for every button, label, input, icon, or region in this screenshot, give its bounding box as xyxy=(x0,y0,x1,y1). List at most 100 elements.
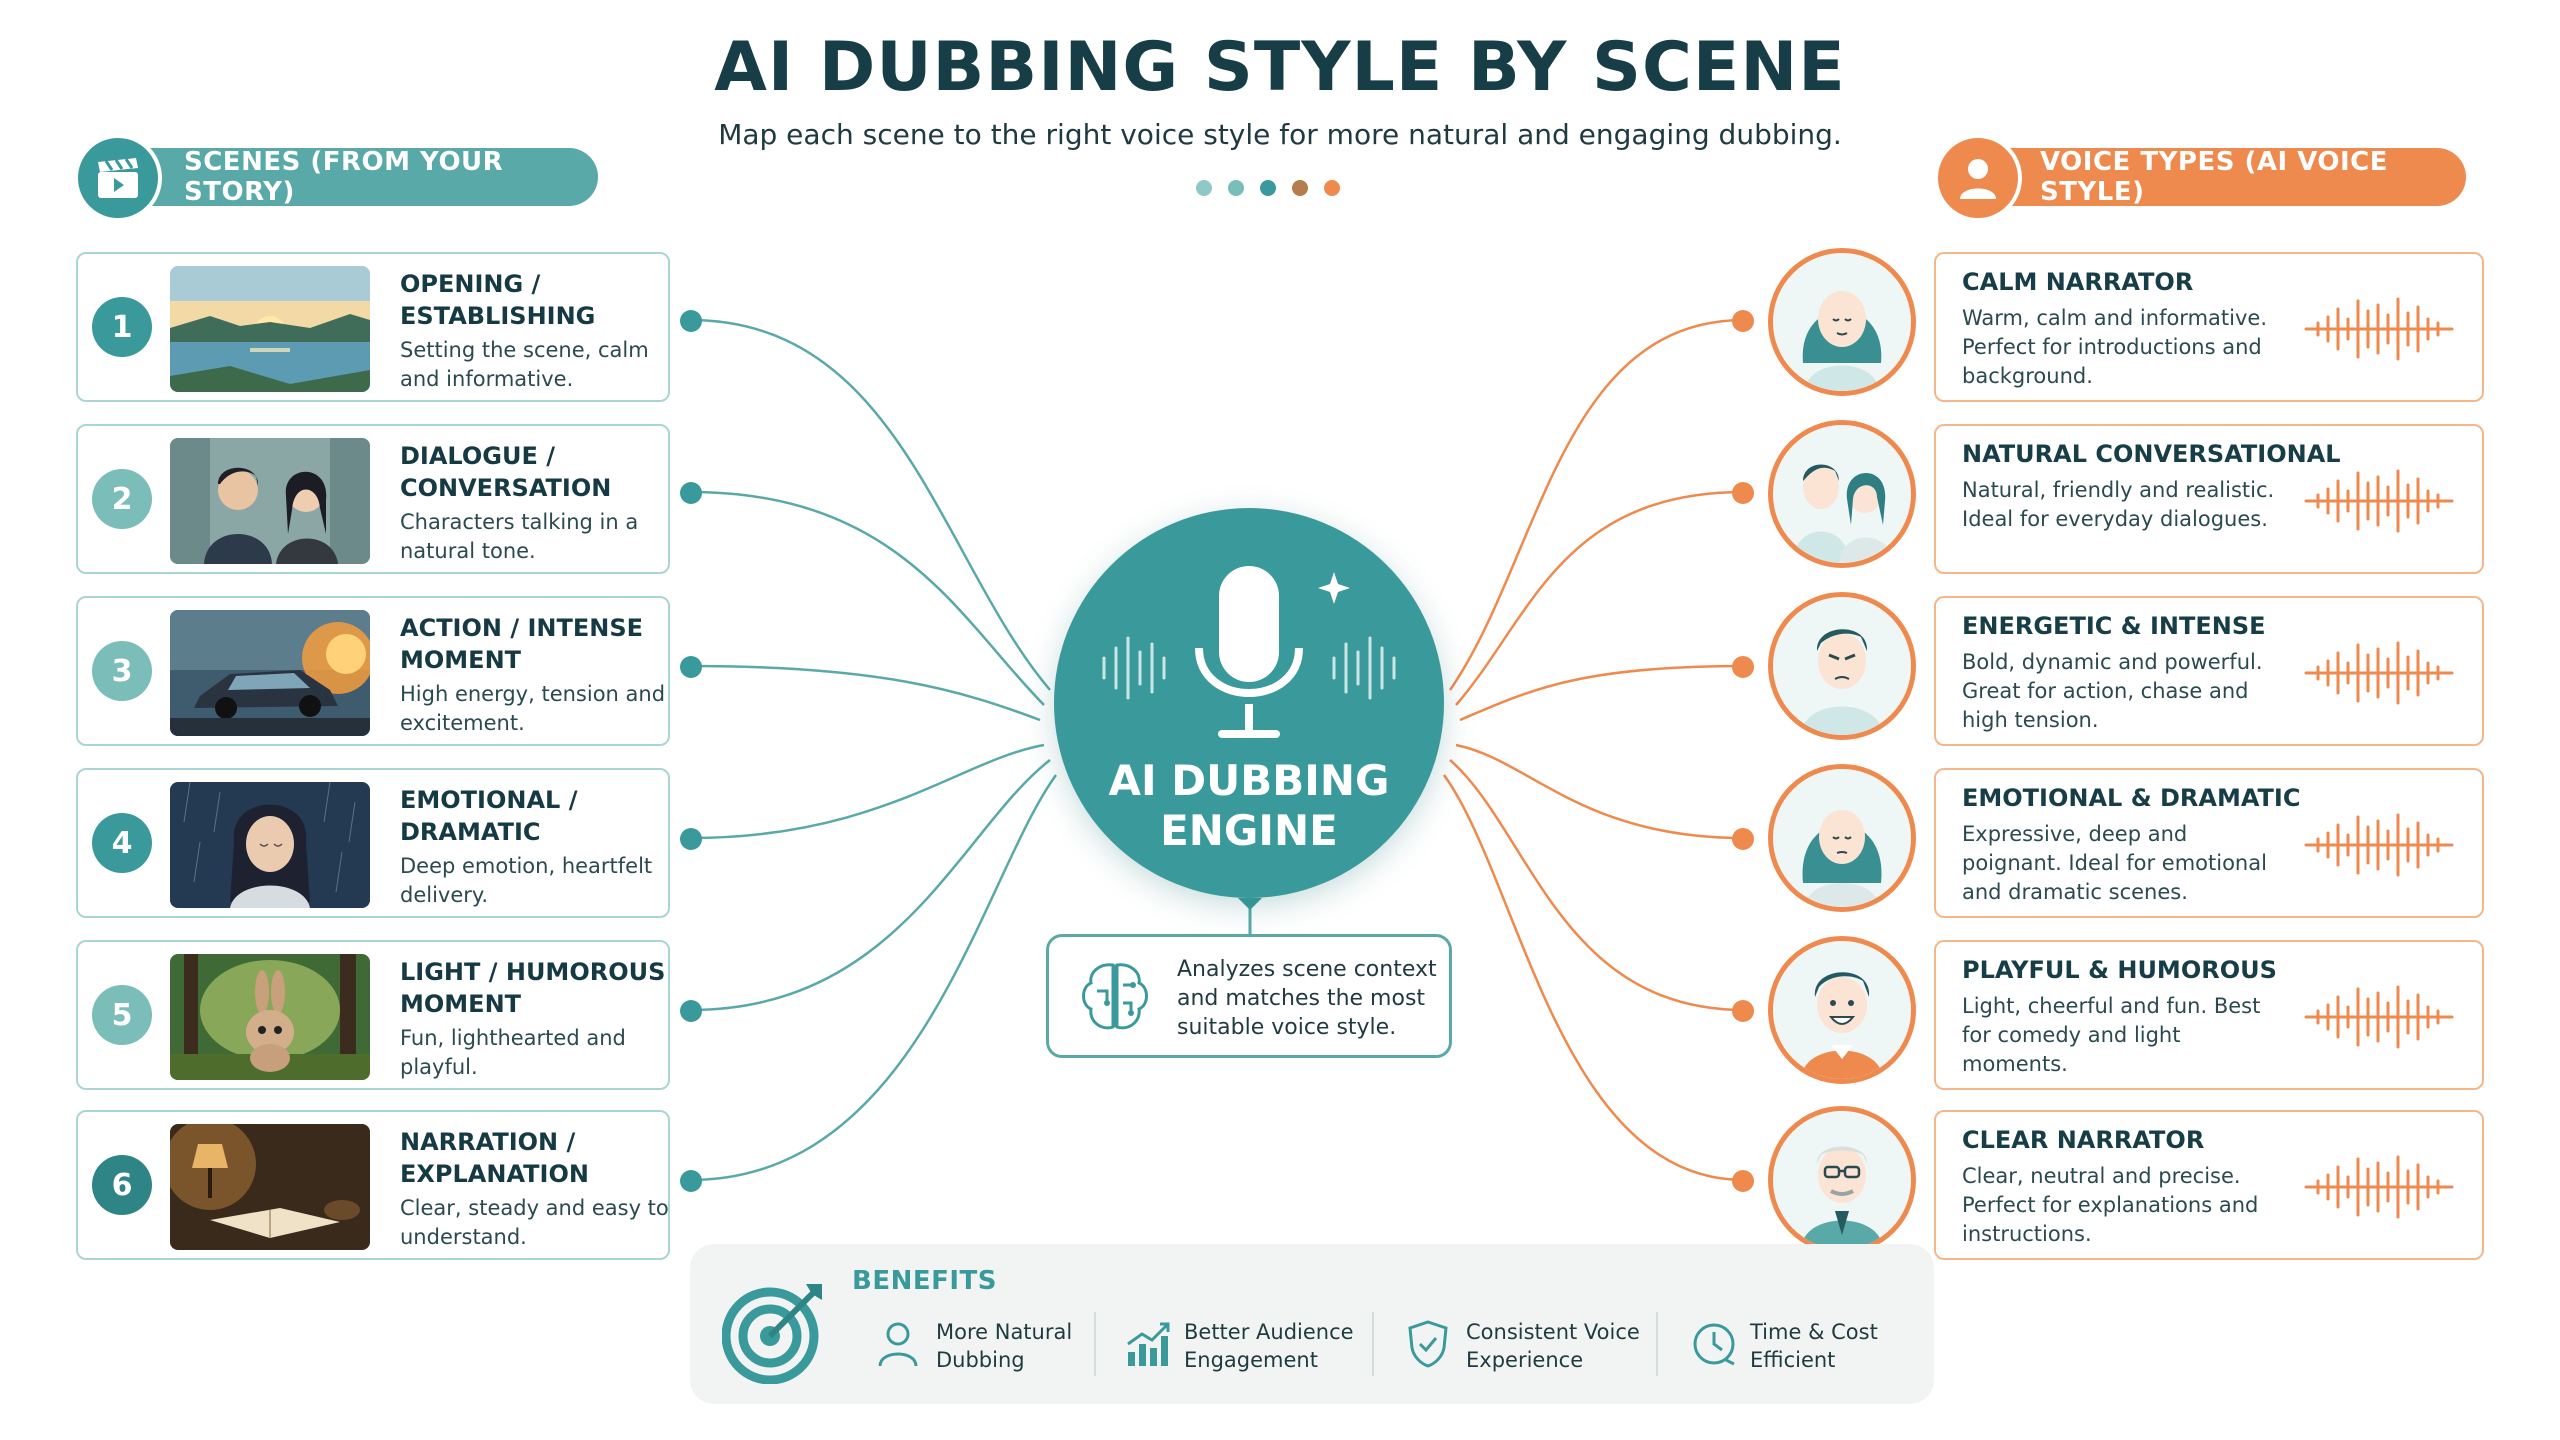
connector-dot xyxy=(1732,482,1754,504)
connector-dot xyxy=(680,310,702,332)
dot xyxy=(1196,180,1212,196)
page-title: AI DUBBING STYLE BY SCENE xyxy=(714,28,1846,107)
voices-section-header: VOICE TYPES (AI VOICE STYLE) xyxy=(1980,147,2466,207)
page-subtitle: Map each scene to the right voice style … xyxy=(718,118,1842,151)
lamp-book-image xyxy=(170,1124,370,1250)
older-man-glasses-avatar-icon xyxy=(1768,1106,1916,1254)
scene-number: 2 xyxy=(92,469,152,529)
engine-note: Analyzes scene context and matches the m… xyxy=(1046,934,1452,1058)
voice-card-clear-narrator[interactable]: CLEAR NARRATOR Clear, neutral and precis… xyxy=(1934,1110,2484,1260)
scene-title: NARRATION / EXPLANATION xyxy=(400,1128,589,1188)
sunrise-lake-image xyxy=(170,266,370,392)
connector-dot xyxy=(680,828,702,850)
scene-card-humorous[interactable]: 5 LIGHT / HUMOROUS MOMENT Fun, lighthear… xyxy=(76,940,670,1090)
scene-description: Characters talking in a natural tone. xyxy=(400,510,639,563)
voice-title: CALM NARRATOR xyxy=(1962,268,2194,296)
voice-description: Expressive, deep and poignant. Ideal for… xyxy=(1962,822,2267,904)
connector-dot xyxy=(1732,656,1754,678)
smiling-man-avatar-icon xyxy=(1768,936,1916,1084)
connector-dot xyxy=(680,1170,702,1192)
scene-title: ACTION / INTENSE MOMENT xyxy=(400,614,643,674)
target-icon xyxy=(722,1284,822,1384)
voice-title: NATURAL CONVERSATIONAL xyxy=(1962,440,2341,468)
person-outline-icon xyxy=(878,1322,918,1367)
couple-avatar-icon xyxy=(1768,420,1916,568)
connector-dot xyxy=(1732,310,1754,332)
emotional-woman-avatar-icon xyxy=(1768,764,1916,912)
intense-man-avatar-icon xyxy=(1768,592,1916,740)
dot xyxy=(1324,180,1340,196)
engine-label-line1: AI DUBBING xyxy=(1108,756,1390,805)
voice-card-natural-conversational[interactable]: NATURAL CONVERSATIONAL Natural, friendly… xyxy=(1934,424,2484,574)
voice-card-energetic-intense[interactable]: ENERGETIC & INTENSE Bold, dynamic and po… xyxy=(1934,596,2484,746)
divider xyxy=(1094,1312,1096,1376)
scene-description: High energy, tension and excitement. xyxy=(400,682,666,735)
shield-check-icon xyxy=(1408,1320,1448,1368)
connector-dot xyxy=(1732,1000,1754,1022)
person-icon xyxy=(1934,134,2022,222)
scene-description: Setting the scene, calm and informative. xyxy=(400,338,649,391)
scene-title: DIALOGUE / CONVERSATION xyxy=(400,442,612,502)
scene-card-dialogue[interactable]: 2 DIALOGUE / CONVERSATION Characters tal… xyxy=(76,424,670,574)
voice-card-playful-humorous[interactable]: PLAYFUL & HUMOROUS Light, cheerful and f… xyxy=(1934,940,2484,1090)
voice-description: Bold, dynamic and powerful. Great for ac… xyxy=(1962,650,2263,732)
scene-description: Deep emotion, heartfelt delivery. xyxy=(400,854,653,907)
dot xyxy=(1260,180,1276,196)
scene-title: LIGHT / HUMOROUS MOMENT xyxy=(400,958,666,1018)
connector-dot xyxy=(680,656,702,678)
scene-number: 6 xyxy=(92,1155,152,1215)
clapperboard-icon xyxy=(74,134,162,222)
voice-title: CLEAR NARRATOR xyxy=(1962,1126,2205,1154)
benefit-label: Better Audience Engagement xyxy=(1184,1320,1354,1372)
benefit-item: Time & Cost Efficient xyxy=(1690,1316,1920,1376)
two-characters-image xyxy=(170,438,370,564)
scene-title: OPENING / ESTABLISHING xyxy=(400,270,596,330)
benefit-item: Consistent Voice Experience xyxy=(1406,1316,1666,1376)
benefit-item: More Natural Dubbing xyxy=(876,1316,1116,1376)
voice-title: ENERGETIC & INTENSE xyxy=(1962,612,2266,640)
connector-dot xyxy=(1732,1170,1754,1192)
scene-card-opening[interactable]: 1 OPENING / ESTABLISHING Setting the sce… xyxy=(76,252,670,402)
scene-card-emotional[interactable]: 4 EMOTIONAL / DRAMATIC Deep emotion, hea… xyxy=(76,768,670,918)
scene-description: Fun, lighthearted and playful. xyxy=(400,1026,626,1079)
voice-card-calm-narrator[interactable]: CALM NARRATOR Warm, calm and informative… xyxy=(1934,252,2484,402)
scene-number: 5 xyxy=(92,985,152,1045)
voice-title: PLAYFUL & HUMOROUS xyxy=(1962,956,2277,984)
scene-number: 4 xyxy=(92,813,152,873)
voices-section-label: VOICE TYPES (AI VOICE STYLE) xyxy=(2040,147,2389,207)
voice-description: Clear, neutral and precise. Perfect for … xyxy=(1962,1164,2259,1246)
benefit-label: Consistent Voice Experience xyxy=(1466,1320,1640,1372)
voice-card-emotional-dramatic[interactable]: EMOTIONAL & DRAMATIC Expressive, deep an… xyxy=(1934,768,2484,918)
scene-card-action[interactable]: 3 ACTION / INTENSE MOMENT High energy, t… xyxy=(76,596,670,746)
engine-label-line2: ENGINE xyxy=(1160,806,1338,855)
benefit-item: Better Audience Engagement xyxy=(1124,1316,1374,1376)
benefit-label: Time & Cost Efficient xyxy=(1750,1320,1878,1372)
sound-wave-icon xyxy=(2304,1155,2454,1219)
divider xyxy=(1372,1312,1374,1376)
sound-wave-icon xyxy=(2304,813,2454,877)
dot xyxy=(1228,180,1244,196)
calm-woman-avatar-icon xyxy=(1768,248,1916,396)
benefits-title: BENEFITS xyxy=(852,1266,997,1296)
voice-title: EMOTIONAL & DRAMATIC xyxy=(1962,784,2301,812)
connector-dot xyxy=(680,1000,702,1022)
engine-label: AI DUBBING ENGINE xyxy=(1054,756,1444,856)
sound-wave-icon xyxy=(2304,985,2454,1049)
engine-note-text: Analyzes scene context and matches the m… xyxy=(1177,957,1437,1040)
benefits-panel: BENEFITS More Natural Dubbing Better Aud… xyxy=(690,1244,1934,1404)
scene-number: 1 xyxy=(92,297,152,357)
scenes-section-header: SCENES (FROM YOUR STORY) xyxy=(116,147,598,207)
voice-description: Natural, friendly and realistic. Ideal f… xyxy=(1962,478,2275,531)
sound-wave-icon xyxy=(2304,469,2454,533)
scene-number: 3 xyxy=(92,641,152,701)
car-explosion-image xyxy=(170,610,370,736)
microphone-icon xyxy=(1102,566,1396,738)
brain-circuit-icon xyxy=(1082,963,1148,1030)
sad-girl-rain-image xyxy=(170,782,370,908)
sound-wave-icon xyxy=(2304,641,2454,705)
voice-description: Light, cheerful and fun. Best for comedy… xyxy=(1962,994,2261,1076)
scene-card-narration[interactable]: 6 NARRATION / EXPLANATION Clear, steady … xyxy=(76,1110,670,1260)
bunny-forest-image xyxy=(170,954,370,1080)
ai-dubbing-engine: AI DUBBING ENGINE xyxy=(1054,508,1444,898)
